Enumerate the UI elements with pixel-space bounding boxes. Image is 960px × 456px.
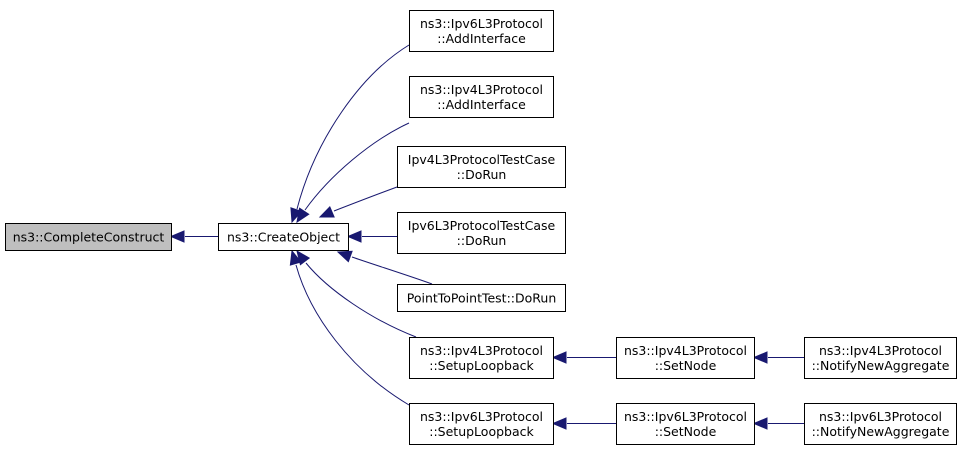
- edge-line: [351, 256, 433, 285]
- edge-v6set-to-v6loop: [551, 417, 616, 430]
- node-label-line: ::AddInterface: [437, 97, 526, 112]
- node-box[interactable]: [397, 146, 566, 188]
- edge-arrowhead: [296, 207, 310, 224]
- node-label-line: ::SetupLoopback: [429, 424, 534, 439]
- edge-create-to-complete: [169, 230, 218, 243]
- edge-line: [296, 44, 410, 210]
- node-box[interactable]: [616, 337, 755, 379]
- node-label-line: Ipv6L3ProtocolTestCase: [408, 218, 556, 233]
- edge-arrowhead: [752, 417, 768, 430]
- edge-v6add-to-create: [290, 44, 410, 224]
- node-v4loop[interactable]: ns3::Ipv4L3Protocol::SetupLoopback: [409, 337, 554, 379]
- node-v6set[interactable]: ns3::Ipv6L3Protocol::SetNode: [616, 403, 755, 445]
- node-label-line: ::DoRun: [457, 233, 507, 248]
- edge-v4notify-to-v4set: [752, 351, 804, 364]
- node-box[interactable]: [218, 223, 349, 251]
- node-v6test[interactable]: Ipv6L3ProtocolTestCase::DoRun: [397, 212, 566, 254]
- node-v4notify[interactable]: ns3::Ipv4L3Protocol::NotifyNewAggregate: [804, 337, 957, 379]
- node-label-line: ns3::CompleteConstruct: [13, 230, 165, 245]
- node-p2p[interactable]: PointToPointTest::DoRun: [397, 284, 566, 312]
- node-v4set[interactable]: ns3::Ipv4L3Protocol::SetNode: [616, 337, 755, 379]
- edge-v6test-to-create: [346, 230, 397, 243]
- node-v6add[interactable]: ns3::Ipv6L3Protocol::AddInterface: [409, 10, 554, 52]
- node-box[interactable]: [804, 337, 957, 379]
- node-create[interactable]: ns3::CreateObject: [218, 223, 349, 251]
- edge-arrowhead: [336, 250, 353, 263]
- edge-arrowhead: [551, 417, 567, 430]
- node-box[interactable]: [409, 10, 554, 52]
- edge-arrowhead: [346, 230, 362, 243]
- node-v4test[interactable]: Ipv4L3ProtocolTestCase::DoRun: [397, 146, 566, 188]
- node-box[interactable]: [397, 212, 566, 254]
- node-complete[interactable]: ns3::CompleteConstruct: [5, 223, 172, 251]
- edge-line: [305, 262, 417, 338]
- node-label-line: ns3::Ipv6L3Protocol: [420, 409, 543, 424]
- node-v6notify[interactable]: ns3::Ipv6L3Protocol::NotifyNewAggregate: [804, 403, 957, 445]
- node-box[interactable]: [616, 403, 755, 445]
- edge-v4set-to-v4loop: [551, 351, 616, 364]
- node-box[interactable]: [409, 337, 554, 379]
- edge-arrowhead: [551, 351, 567, 364]
- node-label-line: ::DoRun: [457, 167, 507, 182]
- edge-arrowhead: [752, 351, 768, 364]
- node-label-line: ns3::Ipv4L3Protocol: [624, 343, 747, 358]
- edge-arrowhead: [169, 230, 185, 243]
- node-label-line: ns3::Ipv6L3Protocol: [420, 16, 543, 31]
- node-box[interactable]: [409, 76, 554, 118]
- node-label-line: PointToPointTest::DoRun: [407, 291, 557, 306]
- node-label-line: ns3::Ipv6L3Protocol: [624, 409, 747, 424]
- node-label-line: ::SetupLoopback: [429, 358, 534, 373]
- edges-layer: [169, 44, 804, 430]
- node-label-line: Ipv4L3ProtocolTestCase: [408, 152, 556, 167]
- node-label-line: ::NotifyNewAggregate: [812, 424, 950, 439]
- edge-p2p-to-create: [336, 250, 433, 285]
- edge-line: [304, 122, 410, 211]
- edge-arrowhead: [318, 205, 335, 218]
- node-box[interactable]: [397, 284, 566, 312]
- edge-arrowhead: [289, 249, 302, 266]
- node-label-line: ns3::CreateObject: [227, 230, 340, 245]
- node-label-line: ::SetNode: [655, 358, 717, 373]
- node-label-line: ::SetNode: [655, 424, 717, 439]
- node-box[interactable]: [409, 403, 554, 445]
- node-label-line: ns3::Ipv4L3Protocol: [420, 343, 543, 358]
- node-label-line: ns3::Ipv6L3Protocol: [819, 409, 942, 424]
- node-v4add[interactable]: ns3::Ipv4L3Protocol::AddInterface: [409, 76, 554, 118]
- node-box[interactable]: [5, 223, 172, 251]
- edge-v4test-to-create: [318, 186, 398, 218]
- edge-v6notify-to-v6set: [752, 417, 804, 430]
- node-label-line: ::NotifyNewAggregate: [812, 358, 950, 373]
- node-label-line: ns3::Ipv4L3Protocol: [819, 343, 942, 358]
- node-label-line: ::AddInterface: [437, 31, 526, 46]
- edge-v6loop-to-create: [289, 249, 410, 406]
- node-label-line: ns3::Ipv4L3Protocol: [420, 82, 543, 97]
- node-v6loop[interactable]: ns3::Ipv6L3Protocol::SetupLoopback: [409, 403, 554, 445]
- edge-line: [295, 264, 410, 406]
- edge-v4add-to-create: [296, 122, 410, 224]
- node-box[interactable]: [804, 403, 957, 445]
- edge-line: [333, 186, 398, 212]
